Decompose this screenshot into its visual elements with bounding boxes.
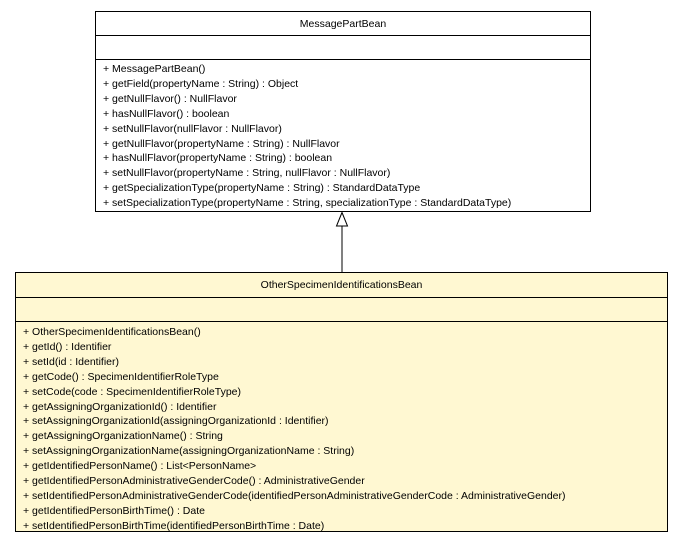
operation: + setNullFlavor(nullFlavor : NullFlavor) — [103, 122, 282, 135]
other-specimen-identifications-bean-operations: + OtherSpecimenIdentificationsBean() + g… — [16, 322, 667, 534]
operation: + setAssigningOrganizationName(assigning… — [23, 445, 355, 458]
operation: + getIdentifiedPersonAdministrativeGende… — [23, 475, 365, 488]
message-part-bean-class-name: MessagePartBean — [96, 12, 590, 36]
operation: + getId() : Identifier — [23, 340, 112, 353]
message-part-bean-class: MessagePartBean + MessagePartBean() + ge… — [95, 11, 591, 212]
operation: + hasNullFlavor(propertyName : String) :… — [103, 152, 333, 165]
operation: + MessagePartBean() — [103, 63, 206, 75]
operation: + getNullFlavor() : NullFlavor — [103, 92, 237, 105]
operation: + setId(id : Identifier) — [23, 355, 120, 368]
operation: + setSpecializationType(propertyName : S… — [103, 197, 512, 210]
message-part-bean-attributes — [96, 36, 590, 60]
message-part-bean-operations: + MessagePartBean() + getField(propertyN… — [96, 60, 590, 211]
operation: + getAssigningOrganizationName() : Strin… — [23, 430, 223, 443]
operation: + setIdentifiedPersonBirthTime(identifie… — [23, 519, 325, 532]
operation: + getIdentifiedPersonBirthTime() : Date — [23, 504, 205, 517]
operation: + OtherSpecimenIdentificationsBean() — [23, 326, 201, 338]
operation: + setNullFlavor(propertyName : String, n… — [103, 167, 391, 180]
operation: + getIdentifiedPersonName() : List<Perso… — [23, 460, 257, 473]
operation: + getNullFlavor(propertyName : String) :… — [103, 137, 340, 150]
operation: + getCode() : SpecimenIdentifierRoleType — [23, 370, 219, 383]
operation: + getAssigningOrganizationId() : Identif… — [23, 400, 217, 413]
operation: + setCode(code : SpecimenIdentifierRoleT… — [23, 385, 241, 398]
generalization-arrowhead-icon — [335, 211, 349, 227]
other-specimen-identifications-bean-class-name: OtherSpecimenIdentificationsBean — [16, 273, 667, 298]
operation: + getSpecializationType(propertyName : S… — [103, 182, 421, 195]
operation: + setIdentifiedPersonAdministrativeGende… — [23, 489, 566, 502]
operation: + getField(propertyName : String) : Obje… — [103, 77, 299, 90]
operation: + hasNullFlavor() : boolean — [103, 107, 230, 120]
operation: + setAssigningOrganizationId(assigningOr… — [23, 415, 329, 428]
other-specimen-identifications-bean-attributes — [16, 298, 667, 322]
other-specimen-identifications-bean-class: OtherSpecimenIdentificationsBean + Other… — [15, 272, 668, 532]
